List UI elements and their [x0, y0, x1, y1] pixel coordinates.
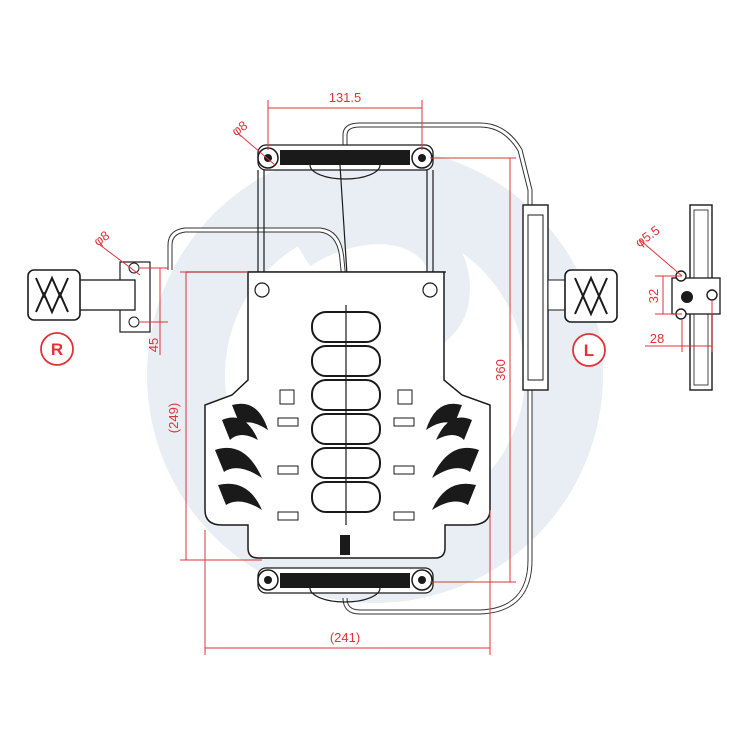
- dim-left-vertical: 45: [146, 338, 161, 352]
- spring-stack: [311, 305, 381, 525]
- dimension-lines: [40, 100, 713, 655]
- side-bracket: [671, 204, 721, 391]
- flame-left: [215, 403, 268, 510]
- dim-bracket-width: 28: [650, 331, 664, 346]
- dim-total-height: 360: [493, 359, 508, 381]
- dim-hole-top: φ8: [229, 118, 250, 139]
- dim-bottom-width: (241): [330, 630, 360, 645]
- dim-top-width: 131.5: [329, 90, 362, 105]
- hose-housing: [522, 204, 618, 391]
- dim-inner-height: (249): [166, 403, 181, 433]
- dim-bracket-height: 32: [646, 289, 661, 303]
- flame-right: [426, 403, 479, 510]
- label-right-side: R: [51, 340, 63, 359]
- bottom-bar: [257, 535, 434, 603]
- handle-right-side: [27, 261, 151, 333]
- label-left-side: L: [584, 341, 594, 360]
- plate-slots: [277, 389, 415, 521]
- dim-hole-left: φ8: [91, 228, 112, 249]
